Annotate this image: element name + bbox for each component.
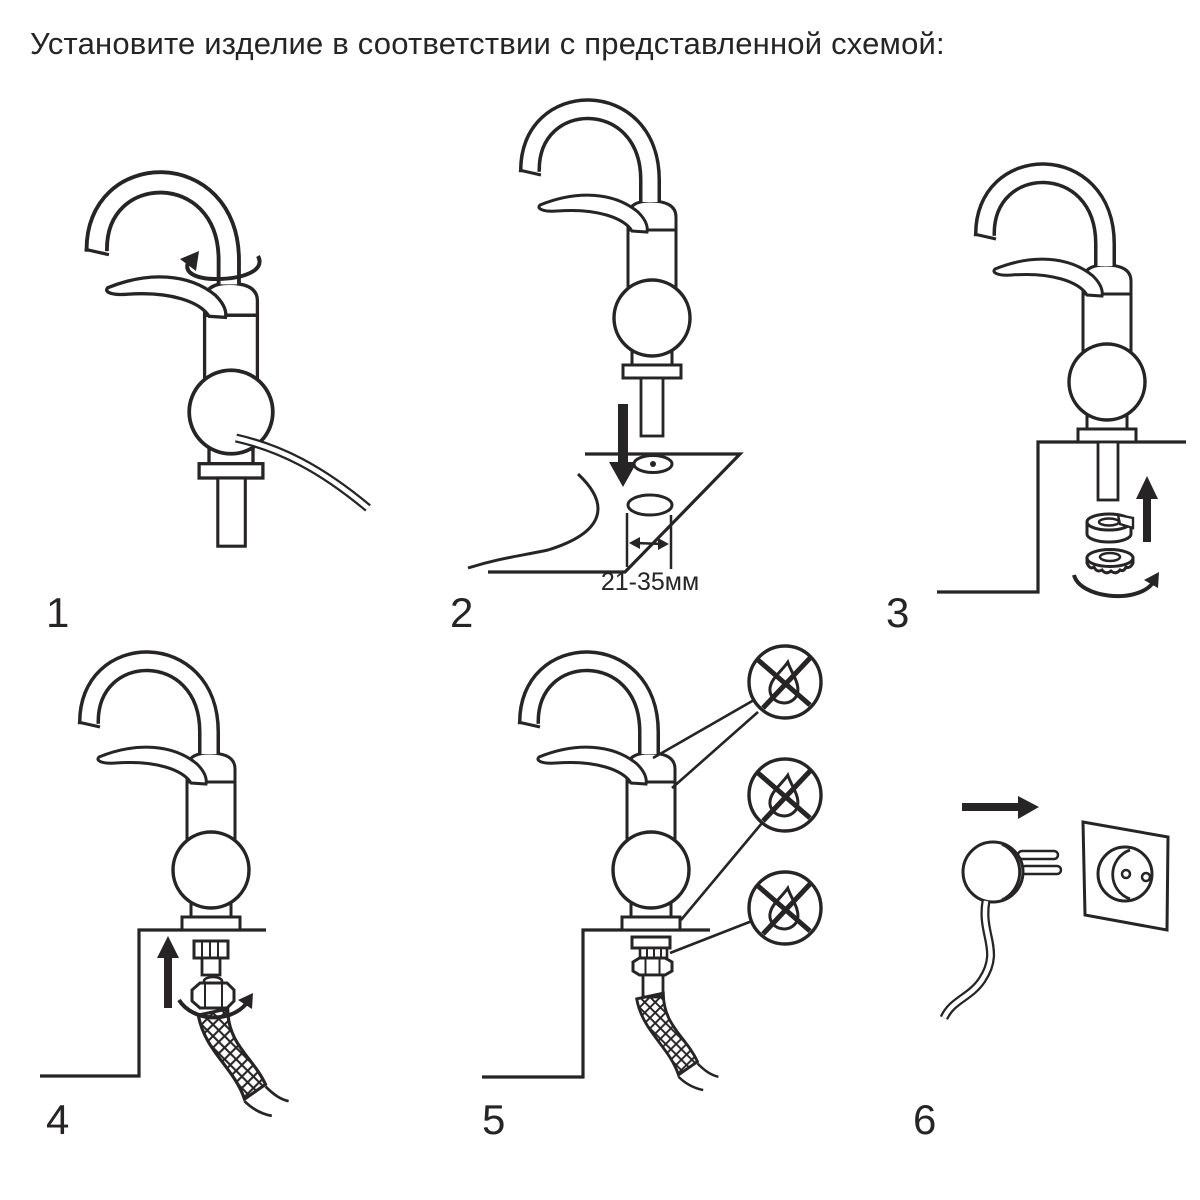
- threaded-shank: [192, 939, 230, 977]
- down-arrow-icon: [609, 404, 637, 487]
- rotate-arrow-icon: [1072, 572, 1159, 599]
- countertop: [467, 452, 744, 574]
- faucet: [519, 109, 690, 438]
- step-1-diagram: [85, 182, 371, 548]
- rubber-washer: [1085, 512, 1135, 544]
- step-3-diagram: [937, 173, 1186, 599]
- page-title: Установите изделие в соответствии с пред…: [30, 26, 945, 61]
- step-2-number: 2: [450, 589, 474, 636]
- faucet: [518, 661, 689, 930]
- step-1-number: 1: [46, 589, 70, 636]
- socket-hole: [1120, 868, 1132, 880]
- step-6-number: 6: [913, 1096, 937, 1143]
- faucet: [78, 661, 249, 930]
- up-arrow-icon: [157, 936, 179, 1008]
- step-6-diagram: [939, 796, 1170, 1021]
- step-5-number: 5: [482, 1096, 506, 1143]
- tail-pipe: [216, 476, 247, 548]
- step-3-number: 3: [886, 589, 910, 636]
- wall-socket: [1081, 820, 1170, 932]
- hose-nut: [190, 975, 236, 1010]
- rotate-arrow-icon: [180, 251, 262, 282]
- plug-pin: [1019, 864, 1063, 876]
- hose-connection: [630, 935, 674, 999]
- up-arrow-icon: [1136, 476, 1158, 542]
- socket-hole: [1140, 871, 1152, 883]
- mounting-hole: [626, 493, 674, 517]
- leader-lines: [652, 698, 763, 955]
- step-5-diagram: [482, 646, 821, 1092]
- plug-pin: [1016, 849, 1060, 861]
- power-plug: [939, 840, 1063, 1021]
- step-4-number: 4: [46, 1096, 70, 1143]
- mounting-nut: [1085, 548, 1135, 575]
- faucet: [974, 173, 1145, 442]
- tail-pipe: [1096, 440, 1120, 502]
- sink-outline: [467, 472, 600, 570]
- no-leak-icon: [749, 759, 821, 831]
- dimension-lines: [625, 513, 673, 569]
- tail-pipe: [639, 376, 665, 438]
- hole-dimension-label: 21-35мм: [601, 568, 699, 596]
- no-leak-icon: [749, 646, 821, 718]
- gasket: [632, 454, 674, 474]
- faucet: [85, 182, 273, 548]
- flex-hose: [196, 1007, 291, 1118]
- right-arrow-icon: [962, 796, 1039, 819]
- step-2-diagram: 21-35мм: [467, 109, 744, 596]
- no-leak-icon: [749, 872, 821, 944]
- step-4-diagram: [40, 661, 291, 1118]
- flex-hose: [635, 991, 720, 1092]
